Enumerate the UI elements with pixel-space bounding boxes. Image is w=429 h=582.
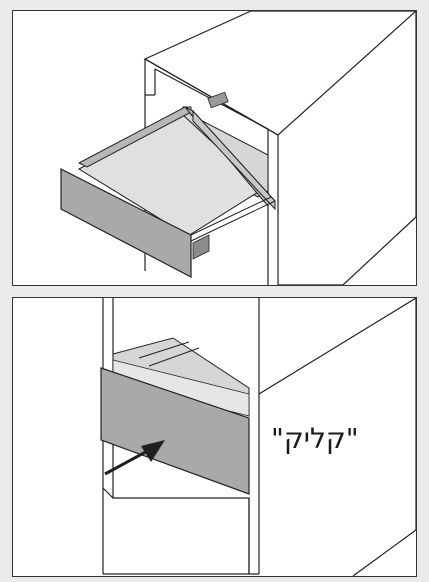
step-1-illustration: [60, 11, 416, 285]
arrow-icon: [104, 440, 165, 476]
click-sound-label: "קליק": [271, 422, 359, 455]
drawer-front: [100, 367, 250, 495]
step-2-illustration: [100, 298, 416, 576]
drawer: [60, 91, 276, 278]
step-1-panel: [12, 10, 417, 286]
drawer-front: [60, 168, 192, 278]
step-2-panel: "קליק": [12, 297, 417, 577]
drawer: [100, 337, 250, 495]
